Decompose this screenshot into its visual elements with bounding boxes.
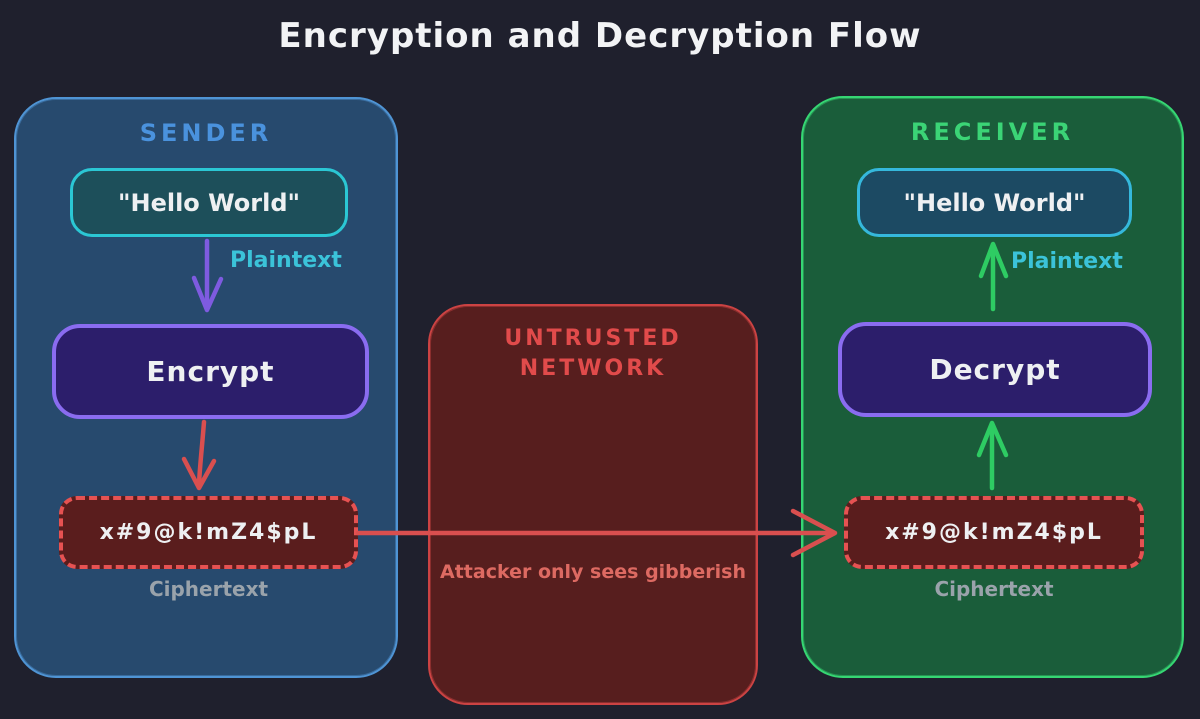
attacker-note: Attacker only sees gibberish bbox=[440, 561, 746, 583]
sender-heading: SENDER bbox=[139, 119, 273, 147]
sender-ciphertext-label: Ciphertext bbox=[148, 577, 269, 601]
untrusted-network-heading: UNTRUSTED NETWORK bbox=[430, 324, 756, 383]
receiver-plaintext-label: Plaintext bbox=[1011, 249, 1123, 274]
sender-plaintext-label: Plaintext bbox=[230, 248, 342, 273]
diagram-title: Encryption and Decryption Flow bbox=[278, 16, 922, 56]
decrypt-node-text: Decrypt bbox=[929, 353, 1061, 386]
receiver-plaintext-text: "Hello World" bbox=[903, 188, 1086, 217]
receiver-ciphertext-text: x#9@k!mZ4$pL bbox=[885, 520, 1103, 545]
untrusted-network-heading-line1: UNTRUSTED bbox=[504, 326, 682, 351]
receiver-ciphertext-node: x#9@k!mZ4$pL bbox=[844, 496, 1144, 569]
untrusted-network-panel: UNTRUSTED NETWORK Attacker only sees gib… bbox=[428, 304, 758, 705]
sender-plaintext-node: "Hello World" bbox=[70, 168, 348, 237]
encrypt-node-text: Encrypt bbox=[146, 355, 275, 388]
sender-plaintext-text: "Hello World" bbox=[117, 188, 300, 217]
encrypt-node: Encrypt bbox=[52, 324, 369, 419]
sender-panel: SENDER "Hello World" Plaintext Encrypt x… bbox=[14, 97, 398, 678]
receiver-plaintext-node: "Hello World" bbox=[857, 168, 1132, 237]
decrypt-node: Decrypt bbox=[838, 322, 1152, 417]
receiver-ciphertext-label: Ciphertext bbox=[934, 577, 1054, 601]
sender-ciphertext-node: x#9@k!mZ4$pL bbox=[59, 496, 358, 569]
sender-ciphertext-text: x#9@k!mZ4$pL bbox=[99, 520, 318, 545]
untrusted-network-heading-line2: NETWORK bbox=[519, 355, 667, 381]
receiver-heading: RECEIVER bbox=[910, 118, 1075, 146]
receiver-panel: RECEIVER "Hello World" Plaintext Decrypt… bbox=[801, 96, 1184, 678]
